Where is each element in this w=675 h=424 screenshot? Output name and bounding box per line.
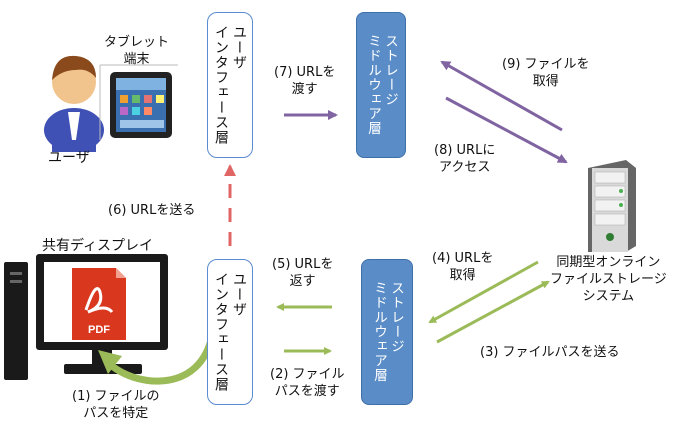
middleware-label-bottom: ストレージ ミドルウェア層 xyxy=(371,281,404,383)
middleware-box-bottom: ストレージ ミドルウェア層 xyxy=(361,259,413,405)
step-1-label: (1) ファイルの パスを特定 xyxy=(72,389,160,421)
ui-layer-label-bottom: ユーザ インタフェース層 xyxy=(213,272,247,392)
tablet-icon xyxy=(99,64,178,140)
server-icon xyxy=(588,160,636,252)
step-3-label: (3) ファイルパスを送る xyxy=(480,345,620,360)
pdf-icon: PDF xyxy=(72,268,126,340)
arrow-step-1-head xyxy=(98,350,122,374)
user-label: ユーザ xyxy=(48,150,90,166)
arrow-step-3 xyxy=(436,280,550,344)
arrow-step-9 xyxy=(440,60,563,132)
arrow-step-4 xyxy=(428,260,539,324)
middleware-label-top: ストレージ ミドルウェア層 xyxy=(365,34,398,136)
user-icon xyxy=(44,55,104,152)
step-6-label: (6) URLを送る xyxy=(108,203,196,218)
ui-layer-box-top: ユーザ インタフェース層 xyxy=(207,12,253,158)
ui-layer-box-bottom: ユーザ インタフェース層 xyxy=(207,259,253,405)
arrow-step-8 xyxy=(445,96,568,164)
step-4-label: (4) URLを 取得 xyxy=(432,251,494,283)
ui-layer-label-top: ユーザ インタフェース層 xyxy=(213,25,247,145)
step-5-label: (5) URLを 返す xyxy=(272,257,334,289)
display-label: 共有ディスプレイ xyxy=(42,238,154,254)
step-7-label: (7) URLを 渡す xyxy=(274,65,336,97)
storage-label: 同期型オンライン ファイルストレージ システム xyxy=(550,255,667,304)
step-9-label: (9) ファイルを 取得 xyxy=(502,57,590,89)
middleware-box-top: ストレージ ミドルウェア層 xyxy=(356,12,406,158)
tablet-label: タブレット 端末 xyxy=(104,35,170,67)
step-2-label: (2) ファイル パスを渡す xyxy=(270,367,345,399)
step-8-label: (8) URLに アクセス xyxy=(434,143,496,175)
pdf-text: PDF xyxy=(88,324,110,336)
arrow-step-1 xyxy=(109,335,216,385)
